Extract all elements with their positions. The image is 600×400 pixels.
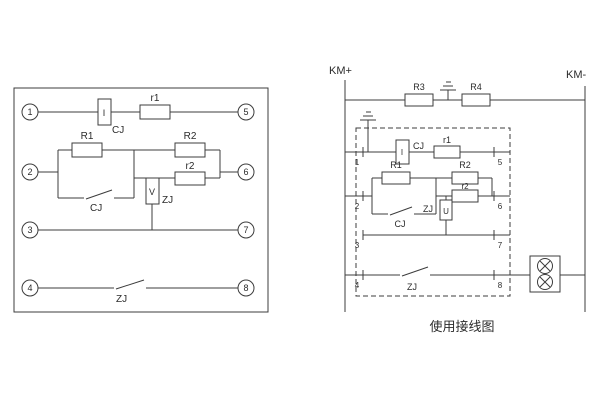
terminal-2 [21,163,39,181]
relay-dashed-outline [355,127,511,297]
right-row2-wires [345,177,510,235]
right-terminal-1-number: 1 [355,158,360,167]
terminal-4 [21,279,39,297]
terminal-2-number: 2 [27,167,32,177]
r1-label-right: r1 [443,135,451,145]
R2-resistor-box-right [451,171,479,185]
terminal-7 [237,221,255,239]
terminal-3-number: 3 [27,225,32,235]
R2-resistor-box [174,142,206,158]
right-row4-wires [345,270,585,280]
cj-contact-label-right: CJ [395,219,406,229]
terminal-4-number: 4 [27,283,32,293]
relay-case-outline [13,87,269,313]
R2-label: R2 [184,131,197,142]
terminal-8 [237,279,255,297]
zj-voltage-coil-box-right [439,199,453,221]
ground-symbol-case [360,111,376,152]
cj-coil-label-right: CJ [413,141,424,151]
zj-contact-blade-right [401,266,429,277]
right-terminal-5-number: 5 [498,158,503,167]
terminal-1-number: 1 [27,107,32,117]
zj-coil-letter: V [149,187,155,197]
R4-resistor-box [461,93,491,107]
terminal-5 [237,103,255,121]
right-terminal-3-number: 3 [355,241,360,250]
cj-current-coil-box [97,98,112,126]
r2-resistor-box [174,171,206,186]
ground-symbol-top [440,81,456,100]
left-terminal-circles [21,103,255,297]
zj-coil-label-right: ZJ [423,204,433,214]
R4-label: R4 [470,82,482,92]
terminal-5-number: 5 [243,107,248,117]
R1-resistor-box-right [381,171,411,185]
usage-diagram-caption: 使用接线图 [429,319,494,334]
km-minus-label: KM- [566,69,587,81]
cj-contact-blade-right [389,206,413,216]
terminal-1 [21,103,39,121]
r2-label: r2 [186,161,195,172]
terminal-8-number: 8 [243,283,248,293]
zj-contact-label-right: ZJ [407,282,417,292]
cj-coil-label: CJ [112,125,124,136]
cj-coil-letter: I [103,108,106,118]
cj-contact-label: CJ [90,203,102,214]
terminal-7-number: 7 [243,225,248,235]
right-terminal-8-number: 8 [498,281,503,290]
cj-current-coil-box-right [395,139,410,165]
signal-lamp-symbol [529,255,561,293]
right-terminal-6-number: 6 [498,202,503,211]
zj-voltage-coil-box [145,177,160,205]
R3-label: R3 [413,82,425,92]
zj-contact-blade [115,279,145,290]
cj-contact-blade [85,189,113,200]
left-row2-wires [38,149,238,230]
right-terminal-7-number: 7 [498,241,503,250]
r1-resistor-box [139,104,171,120]
terminal-3 [21,221,39,239]
R2-label-right: R2 [459,160,471,170]
right-row1-wires [345,147,510,157]
zj-coil-label: ZJ [162,195,173,206]
r1-label: r1 [151,93,160,104]
r1-resistor-box-right [433,145,461,159]
R1-resistor-box [71,142,103,158]
terminal-6-number: 6 [243,167,248,177]
km-plus-label: KM+ [329,65,352,77]
r2-resistor-box-right [451,189,479,203]
R3-resistor-box [404,93,434,107]
right-terminal-2-number: 2 [355,202,360,211]
internal-wiring-diagram: 1 2 3 4 5 6 7 8 I CJ r1 R1 R2 r2 V ZJ CJ… [13,87,269,313]
cj-coil-letter-right: I [401,148,403,157]
zj-contact-label: ZJ [116,294,127,305]
R1-label: R1 [81,131,94,142]
usage-wiring-diagram: KM+ KM- R3 R4 1 5 2 6 3 7 4 8 I CJ r1 R1… [329,65,587,334]
zj-coil-letter-right: U [443,207,449,216]
right-terminal-4-number: 4 [355,281,360,290]
terminal-6 [237,163,255,181]
R1-label-right: R1 [390,160,402,170]
r2-label-right: r2 [461,182,469,191]
right-row3-wires [362,230,510,240]
